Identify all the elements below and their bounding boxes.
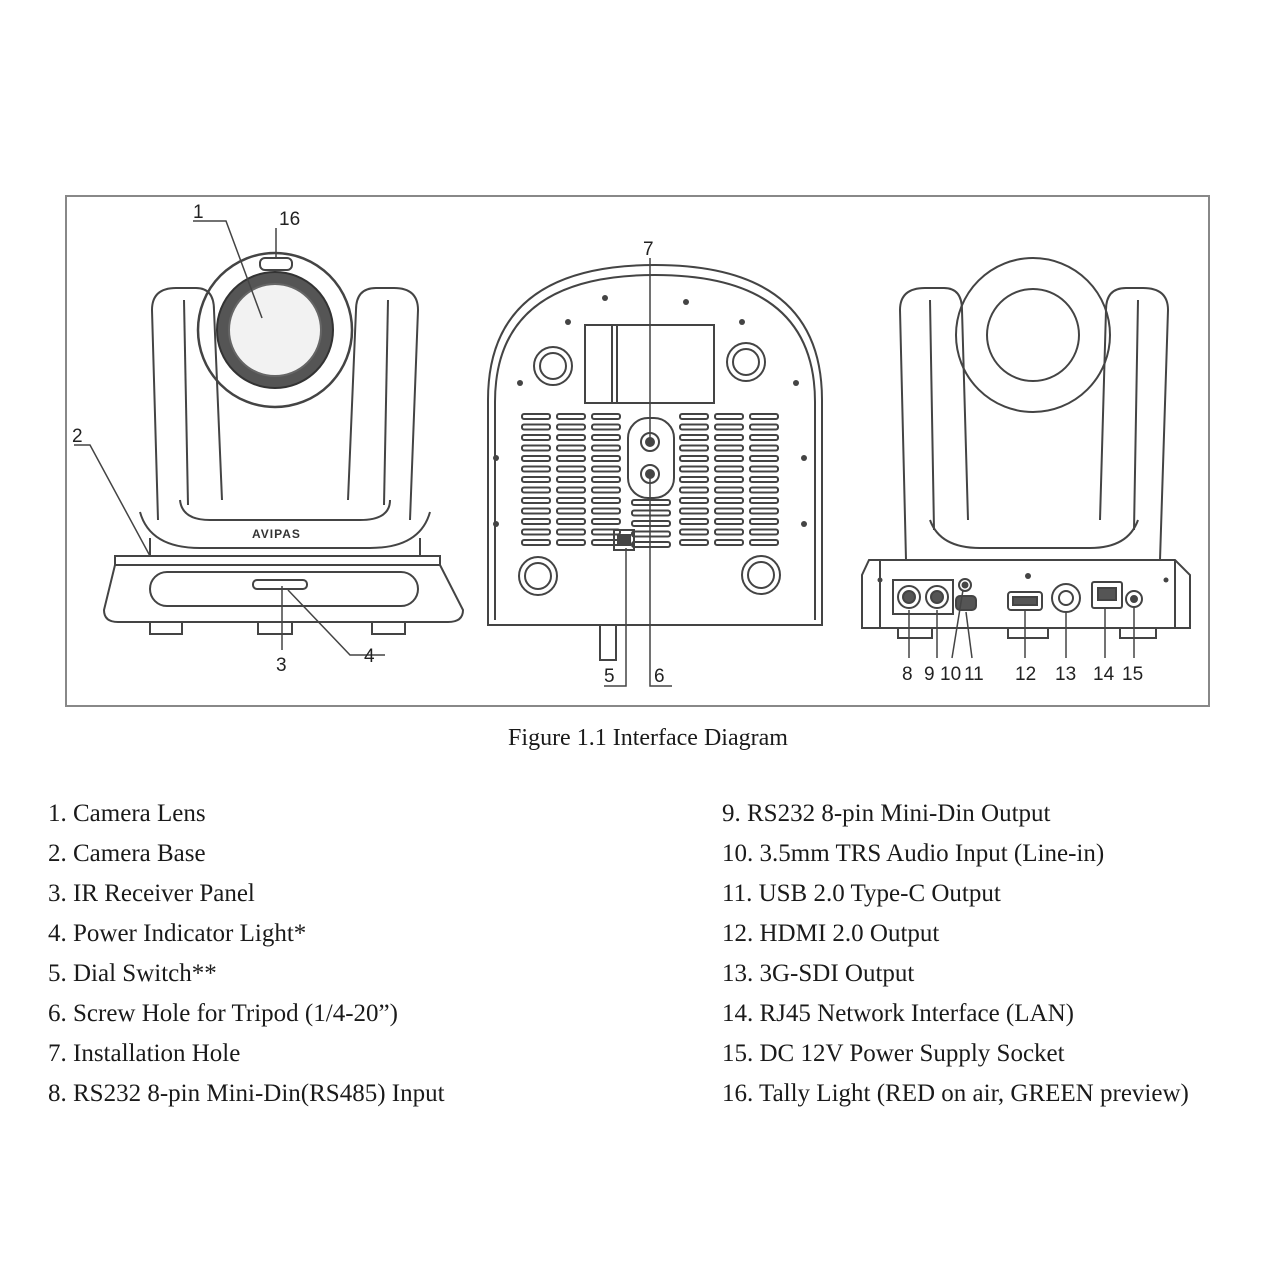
callout-9: 9 (924, 664, 935, 685)
callout-7: 7 (643, 239, 654, 260)
legend-item: 13. 3G-SDI Output (722, 960, 915, 987)
callout-12: 12 (1015, 664, 1036, 685)
legend-item: 2. Camera Base (48, 840, 206, 867)
legend-item: 10. 3.5mm TRS Audio Input (Line-in) (722, 840, 1105, 867)
front-logo: AVIPAS (252, 527, 301, 541)
bottom-vent-grille (521, 413, 779, 548)
legend-right: 9. RS232 8-pin Mini-Din Output 10. 3.5mm … (722, 794, 1189, 1114)
bottom-screw-dots (493, 295, 807, 527)
figure-caption: Figure 1.1 Interface Diagram (508, 725, 788, 751)
callout-8: 8 (902, 664, 913, 685)
interface-diagram: AVIPAS (65, 195, 1210, 707)
legend-item: 7. Installation Hole (48, 1040, 241, 1067)
legend-item: 15. DC 12V Power Supply Socket (722, 1040, 1065, 1067)
legend-item: 14. RJ45 Network Interface (LAN) (722, 1000, 1074, 1027)
callout-3: 3 (276, 655, 287, 676)
back-screw-dots (877, 573, 1169, 583)
callout-5: 5 (604, 666, 615, 687)
legend-item: 3. IR Receiver Panel (48, 880, 255, 907)
callout-13: 13 (1055, 664, 1076, 685)
diagram-frame (65, 195, 1210, 707)
callout-10: 10 (940, 664, 961, 685)
legend-item: 11. USB 2.0 Type-C Output (722, 880, 1001, 907)
legend-item: 1. Camera Lens (48, 800, 206, 827)
front-view (74, 220, 465, 656)
callout-1: 1 (193, 202, 204, 223)
callout-16: 16 (279, 209, 300, 230)
callout-15: 15 (1122, 664, 1143, 685)
legend-item: 4. Power Indicator Light* (48, 920, 307, 947)
back-view (861, 257, 1191, 659)
legend-item: 12. HDMI 2.0 Output (722, 920, 940, 947)
legend-item: 16. Tally Light (RED on air, GREEN previ… (722, 1080, 1189, 1107)
legend-item: 6. Screw Hole for Tripod (1/4-20”) (48, 1000, 398, 1027)
callout-4: 4 (364, 646, 375, 667)
callout-14: 14 (1093, 664, 1115, 685)
legend-left: 1. Camera Lens 2. Camera Base 3. IR Receiv… (48, 794, 445, 1114)
legend-item: 9. RS232 8-pin Mini-Din Output (722, 800, 1051, 827)
legend-item: 8. RS232 8-pin Mini-Din(RS485) Input (48, 1080, 445, 1107)
legend-item: 5. Dial Switch** (48, 960, 217, 987)
callout-11: 11 (964, 664, 984, 685)
callout-labels: 1 16 2 3 4 7 5 6 8 9 10 11 12 13 14 15 (72, 202, 1143, 687)
callout-6: 6 (654, 666, 665, 687)
bottom-view (487, 258, 823, 687)
callout-2: 2 (72, 426, 83, 447)
